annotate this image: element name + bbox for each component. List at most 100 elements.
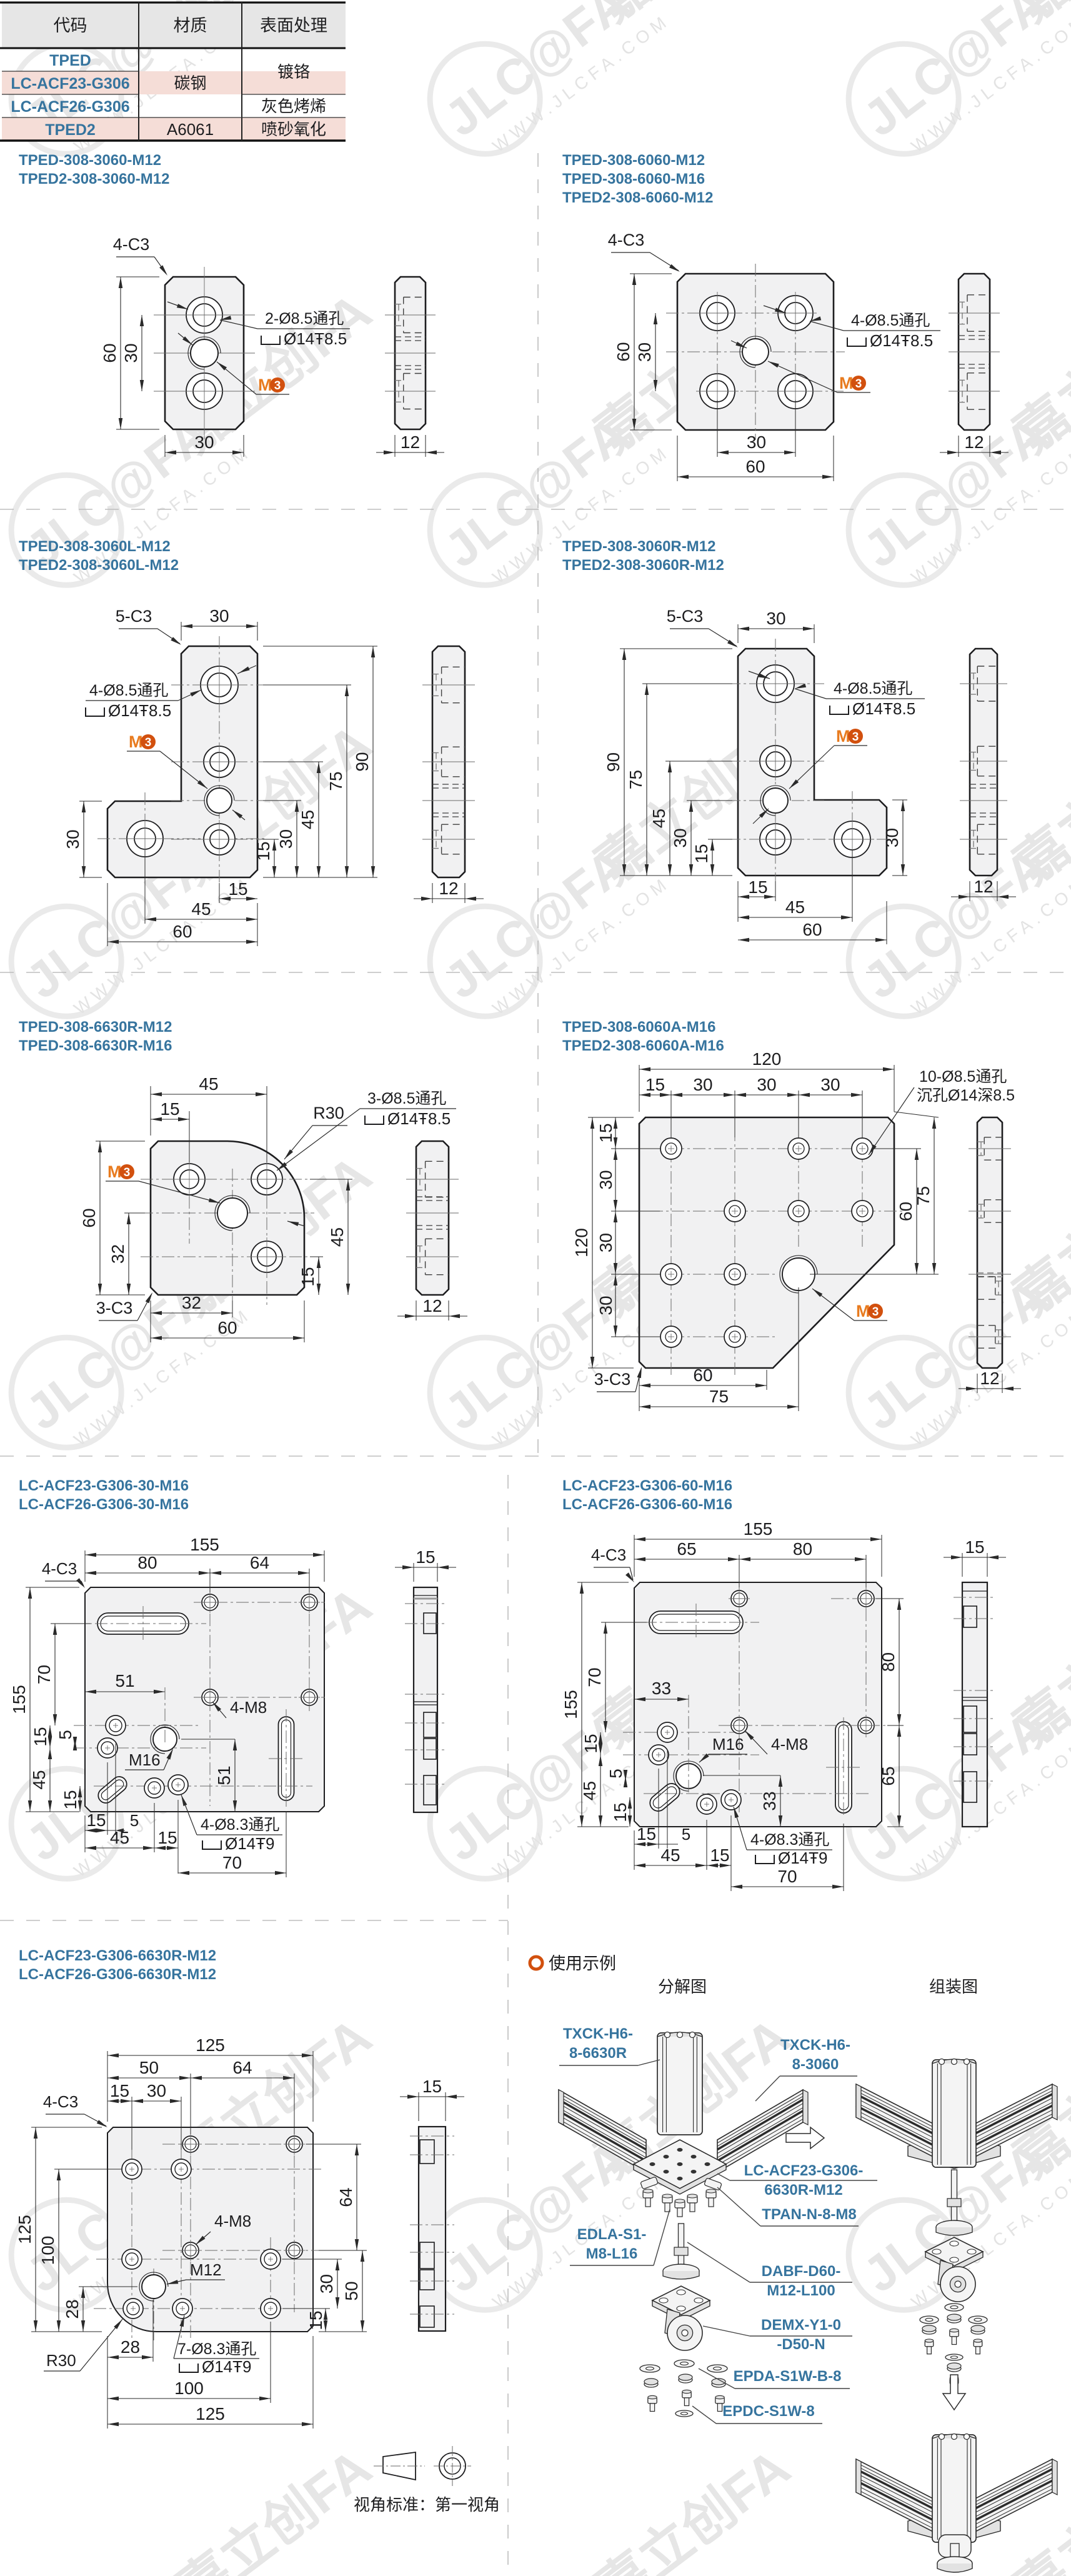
svg-text:Ø14Ŧ9: Ø14Ŧ9 xyxy=(778,1849,828,1867)
svg-text:64: 64 xyxy=(336,2187,356,2207)
svg-text:30: 30 xyxy=(194,432,214,452)
svg-text:TPED2-308-6060A-M16: TPED2-308-6060A-M16 xyxy=(562,1037,724,1054)
svg-text:4-C3: 4-C3 xyxy=(608,231,645,249)
svg-text:TPED2: TPED2 xyxy=(45,121,96,139)
svg-text:2-Ø8.5通孔: 2-Ø8.5通孔 xyxy=(265,310,344,327)
svg-text:4-C3: 4-C3 xyxy=(43,2092,78,2111)
svg-text:45: 45 xyxy=(327,1227,347,1247)
svg-text:33: 33 xyxy=(652,1679,671,1698)
svg-text:8-6630R: 8-6630R xyxy=(569,2045,627,2062)
svg-text:DABF-D60-: DABF-D60- xyxy=(762,2263,841,2280)
svg-text:4-Ø8.3通孔: 4-Ø8.3通孔 xyxy=(201,1816,279,1834)
svg-text:75: 75 xyxy=(326,771,346,791)
svg-text:120: 120 xyxy=(752,1049,782,1069)
svg-text:M16: M16 xyxy=(129,1750,161,1769)
svg-text:75: 75 xyxy=(709,1387,729,1406)
svg-text:TPED2-308-3060R-M12: TPED2-308-3060R-M12 xyxy=(562,557,724,574)
svg-text:4-M8: 4-M8 xyxy=(230,1698,267,1717)
svg-text:LC-ACF23-G306: LC-ACF23-G306 xyxy=(11,75,129,92)
svg-text:3-C3: 3-C3 xyxy=(594,1370,631,1389)
svg-text:15: 15 xyxy=(692,844,711,863)
svg-text:60: 60 xyxy=(79,1208,99,1227)
svg-text:碳钢: 碳钢 xyxy=(174,74,206,92)
svg-text:5: 5 xyxy=(130,1811,139,1830)
svg-text:Ø14Ŧ8.5: Ø14Ŧ8.5 xyxy=(870,331,933,350)
svg-text:33: 33 xyxy=(760,1791,779,1810)
svg-text:R30: R30 xyxy=(313,1104,344,1122)
svg-text:TPED-308-6060A-M16: TPED-308-6060A-M16 xyxy=(562,1019,715,1036)
svg-text:LC-ACF26-G306-6630R-M12: LC-ACF26-G306-6630R-M12 xyxy=(19,1966,216,1983)
svg-text:32: 32 xyxy=(108,1244,127,1264)
svg-text:12: 12 xyxy=(439,879,458,898)
svg-text:30: 30 xyxy=(670,828,690,847)
svg-text:代码: 代码 xyxy=(54,16,87,35)
svg-text:45: 45 xyxy=(580,1781,599,1800)
svg-text:3-Ø8.5通孔: 3-Ø8.5通孔 xyxy=(367,1090,446,1107)
svg-text:TPED-308-6060-M12: TPED-308-6060-M12 xyxy=(562,152,705,169)
svg-text:70: 70 xyxy=(585,1667,604,1687)
svg-text:TPED-308-3060L-M12: TPED-308-3060L-M12 xyxy=(19,538,171,555)
svg-text:4-C3: 4-C3 xyxy=(42,1559,77,1578)
svg-text:4-Ø8.5通孔: 4-Ø8.5通孔 xyxy=(89,682,168,699)
svg-text:15: 15 xyxy=(254,841,273,861)
svg-text:8-3060: 8-3060 xyxy=(792,2056,839,2073)
svg-text:EPDC-S1W-8: EPDC-S1W-8 xyxy=(722,2403,815,2420)
svg-text:3: 3 xyxy=(855,377,862,391)
svg-text:5-C3: 5-C3 xyxy=(116,607,152,626)
svg-text:120: 120 xyxy=(572,1228,591,1257)
svg-text:15: 15 xyxy=(581,1734,600,1753)
svg-text:Ø14Ŧ9: Ø14Ŧ9 xyxy=(225,1834,275,1853)
svg-text:15: 15 xyxy=(298,1267,317,1286)
svg-text:4-M8: 4-M8 xyxy=(214,2212,251,2230)
svg-text:Ø14Ŧ8.5: Ø14Ŧ8.5 xyxy=(284,329,347,348)
svg-text:LC-ACF26-G306: LC-ACF26-G306 xyxy=(11,98,129,116)
svg-text:TPED-308-6630R-M16: TPED-308-6630R-M16 xyxy=(19,1037,172,1054)
svg-text:4-Ø8.5通孔: 4-Ø8.5通孔 xyxy=(834,680,912,697)
svg-text:TPED: TPED xyxy=(49,52,91,69)
svg-text:Ø14Ŧ9: Ø14Ŧ9 xyxy=(202,2357,252,2376)
svg-text:A6061: A6061 xyxy=(167,120,214,139)
svg-text:LC-ACF23-G306-6630R-M12: LC-ACF23-G306-6630R-M12 xyxy=(19,1947,216,1964)
svg-text:90: 90 xyxy=(604,752,623,772)
svg-text:M: M xyxy=(107,1162,122,1181)
svg-text:15: 15 xyxy=(710,1845,729,1865)
svg-text:125: 125 xyxy=(196,2404,225,2424)
svg-text:3: 3 xyxy=(145,736,152,749)
svg-text:28: 28 xyxy=(121,2337,140,2357)
svg-text:30: 30 xyxy=(317,2274,336,2294)
svg-text:TPED2-308-3060-M12: TPED2-308-3060-M12 xyxy=(19,171,169,187)
svg-text:125: 125 xyxy=(15,2215,34,2244)
svg-text:30: 30 xyxy=(276,829,296,849)
svg-text:3: 3 xyxy=(872,1305,879,1319)
svg-text:60: 60 xyxy=(896,1202,915,1221)
svg-text:嘉立创FA: 嘉立创FA xyxy=(585,2437,800,2576)
svg-text:TPED-308-6630R-M12: TPED-308-6630R-M12 xyxy=(19,1019,172,1036)
svg-text:LC-ACF23-G306-60-M16: LC-ACF23-G306-60-M16 xyxy=(562,1477,732,1494)
svg-text:4-Ø8.5通孔: 4-Ø8.5通孔 xyxy=(851,312,930,329)
svg-text:30: 30 xyxy=(63,829,82,849)
svg-text:LC-ACF23-G306-: LC-ACF23-G306- xyxy=(744,2162,864,2179)
svg-text:45: 45 xyxy=(199,1074,218,1094)
svg-text:5: 5 xyxy=(56,1730,75,1740)
svg-text:3: 3 xyxy=(124,1166,131,1179)
svg-text:45: 45 xyxy=(29,1770,49,1789)
svg-text:28: 28 xyxy=(62,2299,82,2319)
svg-text:80: 80 xyxy=(793,1539,812,1559)
svg-text:M12: M12 xyxy=(190,2260,222,2279)
svg-text:TPED-308-6060-M16: TPED-308-6060-M16 xyxy=(562,171,705,187)
svg-text:分解图: 分解图 xyxy=(658,1977,707,1996)
svg-text:45: 45 xyxy=(298,810,317,829)
svg-text:TXCK-H6-: TXCK-H6- xyxy=(780,2037,850,2054)
svg-text:30: 30 xyxy=(747,432,766,452)
svg-text:嘉立创FA: 嘉立创FA xyxy=(585,0,800,32)
svg-text:30: 30 xyxy=(596,1170,615,1189)
svg-text:65: 65 xyxy=(677,1539,696,1559)
svg-text:15: 15 xyxy=(86,1810,106,1830)
svg-text:TPED2-308-6060-M12: TPED2-308-6060-M12 xyxy=(562,189,713,206)
svg-text:125: 125 xyxy=(196,2035,225,2055)
svg-text:TPED-308-3060R-M12: TPED-308-3060R-M12 xyxy=(562,538,715,555)
svg-text:60: 60 xyxy=(614,342,633,361)
svg-text:15: 15 xyxy=(645,1075,665,1094)
svg-text:Ø14Ŧ8.5: Ø14Ŧ8.5 xyxy=(387,1109,451,1128)
svg-text:15: 15 xyxy=(306,2310,326,2330)
